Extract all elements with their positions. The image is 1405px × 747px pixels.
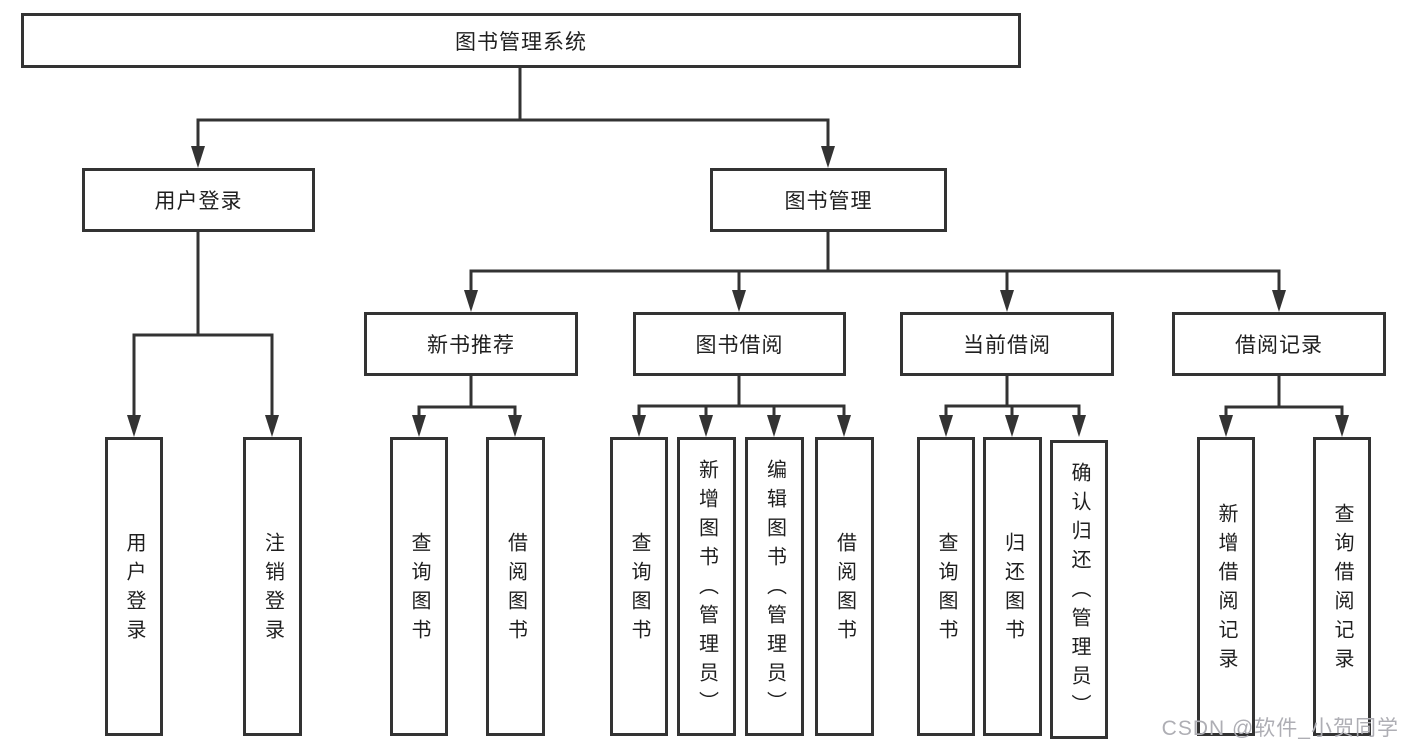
node-leaf-user-login: 用户登录 <box>105 437 163 736</box>
node-label: 图书管理系统 <box>455 30 587 54</box>
node-leaf-query-borrow-record: 查询借阅记录 <box>1313 437 1371 736</box>
node-leaf-query-books-2: 查询图书 <box>610 437 668 736</box>
node-label: 查询图书 <box>935 531 957 648</box>
node-leaf-return-books: 归还图书 <box>983 437 1042 736</box>
node-label: 用户登录 <box>123 531 145 648</box>
node-label: 借阅记录 <box>1235 334 1323 357</box>
node-leaf-confirm-return-admin: 确认归还（管理员） <box>1050 440 1108 739</box>
node-label: 查询借阅记录 <box>1331 502 1353 677</box>
node-leaf-edit-books-admin: 编辑图书（管理员） <box>745 437 804 736</box>
node-leaf-add-books-admin: 新增图书（管理员） <box>677 437 736 736</box>
node-leaf-borrow-books-1: 借阅图书 <box>486 437 545 736</box>
node-leaf-query-books-1: 查询图书 <box>390 437 448 736</box>
node-label: 图书管理 <box>784 190 873 213</box>
node-label: 归还图书 <box>1001 531 1024 648</box>
node-label: 新增图书（管理员） <box>695 459 718 720</box>
node-label: 编辑图书（管理员） <box>763 459 786 720</box>
node-user-login: 用户登录 <box>82 168 315 232</box>
node-current-borrowing: 当前借阅 <box>900 312 1114 376</box>
node-label: 注销登录 <box>261 531 284 648</box>
node-label: 查询图书 <box>408 531 430 648</box>
node-label: 借阅图书 <box>504 531 527 648</box>
node-label: 图书借阅 <box>695 334 784 357</box>
arrowheads <box>127 146 1349 437</box>
node-book-management: 图书管理 <box>710 168 947 232</box>
node-label: 新书推荐 <box>427 334 515 357</box>
node-leaf-add-borrow-record: 新增借阅记录 <box>1197 437 1255 736</box>
node-leaf-borrow-books-2: 借阅图书 <box>815 437 874 736</box>
node-label: 用户登录 <box>154 190 243 213</box>
node-label: 确认归还（管理员） <box>1068 462 1090 723</box>
node-borrowing-records: 借阅记录 <box>1172 312 1386 376</box>
node-book-borrowing: 图书借阅 <box>633 312 846 376</box>
csdn-watermark: CSDN @软件_小贺同学 <box>1161 717 1399 740</box>
node-label: 当前借阅 <box>963 334 1051 357</box>
node-label: 查询图书 <box>628 531 650 648</box>
node-leaf-query-books-3: 查询图书 <box>917 437 975 736</box>
node-new-book-recommendation: 新书推荐 <box>364 312 578 376</box>
node-label: 新增借阅记录 <box>1215 502 1237 677</box>
node-leaf-logout: 注销登录 <box>243 437 302 736</box>
node-library-management-system: 图书管理系统 <box>21 13 1021 68</box>
node-label: 借阅图书 <box>833 531 856 648</box>
